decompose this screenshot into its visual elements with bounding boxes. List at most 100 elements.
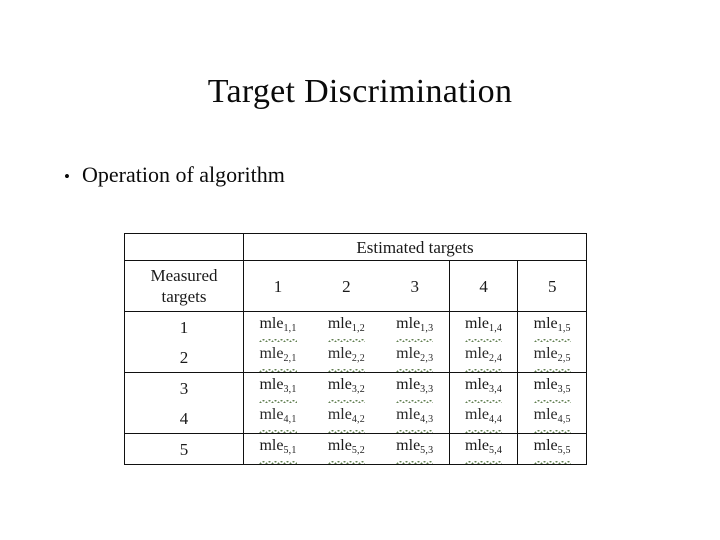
mle-subscript: 1,4 [489, 323, 503, 334]
mle-token: mle3,3 [396, 375, 434, 403]
mle-base: mle [259, 376, 284, 393]
matrix-cell-3-5: mle3,5 [518, 373, 587, 403]
mle-base: mle [259, 345, 284, 362]
mle-subscript: 4,1 [283, 414, 297, 425]
row-header-2: 2 [124, 342, 244, 373]
matrix-cell-2-1: mle2,1 [243, 342, 313, 373]
mle-base: mle [465, 376, 490, 393]
mle-subscript: 4,2 [351, 414, 365, 425]
mle-base: mle [533, 376, 558, 393]
mle-subscript: 5,5 [557, 445, 571, 456]
mle-token: mle3,4 [465, 375, 503, 403]
matrix-cell-5-2: mle5,2 [312, 434, 381, 465]
bullet-point-icon: • [64, 167, 70, 186]
table-row-column-headers: Measured targets 1 2 3 4 5 [124, 260, 587, 312]
mle-subscript: 4,4 [489, 414, 503, 425]
row-group-header-line-1: Measured [150, 266, 218, 285]
matrix-cell-3-4: mle3,4 [449, 372, 519, 403]
matrix-cell-1-5: mle1,5 [518, 312, 587, 342]
mle-subscript: 5,4 [489, 445, 503, 456]
mle-subscript: 2,2 [351, 353, 365, 364]
mle-subscript: 2,4 [489, 353, 503, 364]
matrix-cell-5-3: mle5,3 [380, 433, 450, 465]
mle-subscript: 2,5 [557, 353, 571, 364]
mle-base: mle [327, 315, 352, 332]
mle-subscript: 3,1 [283, 384, 297, 395]
mle-subscript: 2,3 [420, 353, 434, 364]
mle-base: mle [396, 345, 421, 362]
page-title: Target Discrimination [207, 73, 513, 110]
mle-base: mle [396, 376, 421, 393]
mle-token: mle4,2 [327, 405, 366, 433]
mle-token: mle2,4 [465, 344, 503, 372]
matrix-cell-5-1: mle5,1 [244, 434, 313, 465]
row-group-header: Measured targets [124, 260, 244, 312]
mle-base: mle [533, 406, 558, 423]
mle-base: mle [327, 345, 352, 362]
mle-base: mle [327, 437, 352, 454]
mle-token: mle5,4 [465, 436, 503, 464]
matrix-cell-1-3: mle1,3 [380, 311, 450, 342]
table-row: 5 mle5,1 mle5,2 mle5,3 mle5,4 mle5,5 [124, 433, 587, 465]
mle-base: mle [259, 406, 284, 423]
matrix-cell-3-1: mle3,1 [244, 373, 313, 403]
row-header-5: 5 [124, 433, 244, 465]
mle-token: mle4,5 [533, 405, 571, 433]
mle-base: mle [533, 437, 558, 454]
matrix-cell-1-4: mle1,4 [449, 311, 519, 342]
mle-token: mle1,4 [465, 314, 503, 342]
mle-token: mle2,5 [533, 344, 571, 372]
mle-subscript: 4,3 [420, 414, 434, 425]
column-header-1: 1 [243, 260, 313, 312]
mle-token: mle2,2 [327, 344, 366, 372]
mle-token: mle1,3 [396, 314, 434, 342]
mle-token: mle5,5 [533, 436, 571, 464]
table-row: 2 mle2,1 mle2,2 mle2,3 mle2,4 mle2,5 [124, 342, 587, 373]
mle-token: mle3,2 [327, 375, 366, 403]
matrix-cell-1-1: mle1,1 [244, 312, 313, 342]
list-item: • Operation of algorithm [52, 160, 672, 192]
row-header-1: 1 [124, 311, 244, 342]
column-header-3: 3 [380, 260, 450, 312]
row-header-3: 3 [124, 372, 244, 403]
mle-token: mle1,1 [259, 314, 297, 342]
matrix-cell-3-2: mle3,2 [312, 373, 381, 403]
mle-token: mle2,3 [396, 344, 434, 372]
mle-subscript: 5,2 [351, 445, 365, 456]
mle-base: mle [259, 315, 284, 332]
table-row: 3 mle3,1 mle3,2 mle3,3 mle3,4 mle3,5 [124, 372, 587, 403]
mle-token: mle2,1 [259, 344, 297, 372]
mle-base: mle [327, 376, 352, 393]
column-header-4: 4 [449, 260, 519, 312]
mle-subscript: 2,1 [283, 353, 297, 364]
column-header-2: 2 [312, 260, 381, 312]
mle-base: mle [327, 406, 352, 423]
table-row-group-header: Estimated targets [124, 233, 587, 261]
mle-token: mle5,3 [396, 436, 434, 464]
mle-base: mle [259, 437, 284, 454]
matrix-cell-4-2: mle4,2 [312, 403, 381, 434]
mle-subscript: 5,1 [283, 445, 297, 456]
mle-subscript: 1,5 [557, 323, 571, 334]
matrix-cell-2-3: mle2,3 [380, 342, 450, 373]
row-group-header-line-2: targets [161, 287, 207, 306]
confusion-matrix-container: Estimated targets Measured targets 1 2 3… [124, 233, 587, 465]
mle-token: mle3,5 [533, 375, 571, 403]
matrix-cell-3-3: mle3,3 [380, 372, 450, 403]
mle-subscript: 3,4 [489, 384, 503, 395]
matrix-cell-5-4: mle5,4 [449, 433, 519, 465]
mle-subscript: 1,2 [351, 323, 365, 334]
mle-base: mle [396, 437, 421, 454]
mle-subscript: 1,1 [283, 323, 297, 334]
mle-subscript: 5,3 [420, 445, 434, 456]
bullet-item-label: Operation of algorithm [82, 162, 285, 187]
matrix-corner-cell [124, 233, 244, 261]
column-group-header: Estimated targets [243, 233, 587, 261]
matrix-cell-4-3: mle4,3 [380, 403, 450, 434]
row-header-4: 4 [124, 403, 244, 434]
matrix-cell-2-2: mle2,2 [312, 342, 381, 373]
mle-base: mle [465, 406, 490, 423]
mle-subscript: 1,3 [420, 323, 434, 334]
mle-subscript: 3,3 [420, 384, 434, 395]
